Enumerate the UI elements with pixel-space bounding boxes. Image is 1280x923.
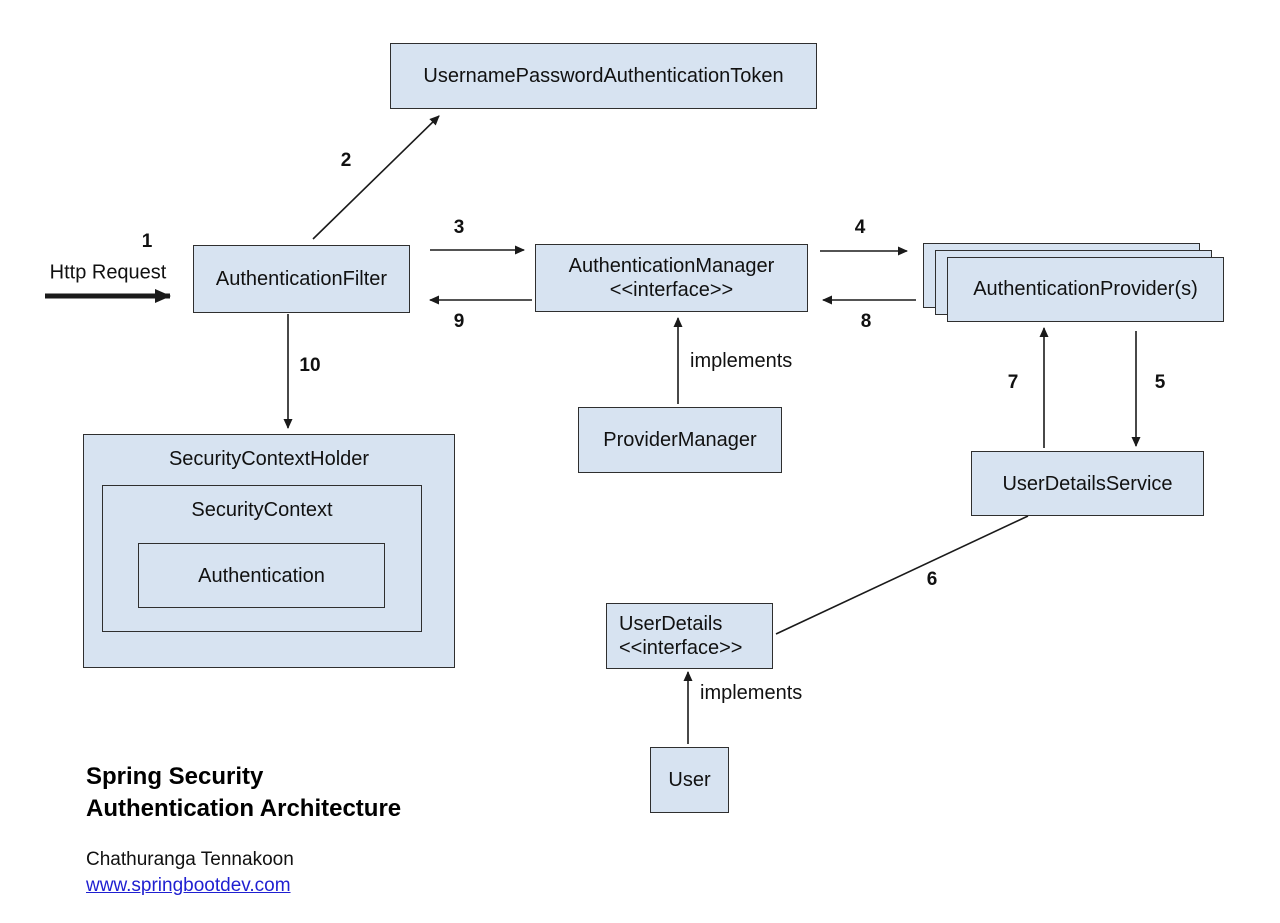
step-label-1: 1 xyxy=(141,231,153,252)
box-provider-manager: ProviderManager xyxy=(578,407,782,473)
box-authentication-providers: AuthenticationProvider(s) xyxy=(947,257,1224,322)
step-label-6: 6 xyxy=(926,569,938,590)
step-label-3: 3 xyxy=(453,217,465,238)
step-label-10: 10 xyxy=(299,355,321,376)
box-label: User xyxy=(668,769,711,791)
step-label-9: 9 xyxy=(453,311,465,332)
box-label: UsernamePasswordAuthenticationToken xyxy=(423,65,784,87)
line-step-6-return-userdetails xyxy=(775,515,1029,635)
arrow-step-2-create-token xyxy=(312,115,440,240)
box-label: SecurityContextHolder xyxy=(168,448,370,470)
implements-label-providermanager: implements xyxy=(690,350,793,372)
step-label-5: 5 xyxy=(1154,372,1166,393)
box-authentication: Authentication xyxy=(138,543,385,608)
http-request-label: Http Request xyxy=(49,261,167,284)
box-label: Authentication xyxy=(198,564,325,587)
step-label-7: 7 xyxy=(1007,372,1019,393)
box-label: UserDetails xyxy=(619,613,723,635)
website-link[interactable]: www.springbootdev.com xyxy=(86,875,291,896)
box-user-details-service: UserDetailsService xyxy=(971,451,1204,516)
box-authentication-filter: AuthenticationFilter xyxy=(193,245,410,313)
box-authentication-manager: AuthenticationManager <<interface>> xyxy=(535,244,808,312)
box-label: AuthenticationProvider(s) xyxy=(973,278,1198,300)
box-label: AuthenticationFilter xyxy=(215,268,388,290)
box-label: ProviderManager xyxy=(603,429,757,451)
interface-stereotype: <<interface>> xyxy=(619,637,743,659)
step-label-4: 4 xyxy=(854,217,866,238)
box-user-details: UserDetails <<interface>> xyxy=(606,603,773,669)
box-label: SecurityContext xyxy=(191,499,333,521)
diagram-title-line1: Spring Security xyxy=(86,763,264,790)
box-user: User xyxy=(650,747,729,813)
diagram-title: Spring Security Authentication Architect… xyxy=(86,761,401,825)
author-name: Chathuranga Tennakoon xyxy=(86,849,294,870)
diagram-title-line2: Authentication Architecture xyxy=(86,795,402,822)
box-label: UserDetailsService xyxy=(1002,472,1173,495)
interface-stereotype: <<interface>> xyxy=(609,279,734,301)
step-label-8: 8 xyxy=(860,311,872,332)
implements-label-user: implements xyxy=(700,682,803,704)
box-usernamepassword-authentication-token: UsernamePasswordAuthenticationToken xyxy=(390,43,817,109)
box-label: AuthenticationManager xyxy=(568,255,775,277)
step-label-2: 2 xyxy=(340,150,352,171)
